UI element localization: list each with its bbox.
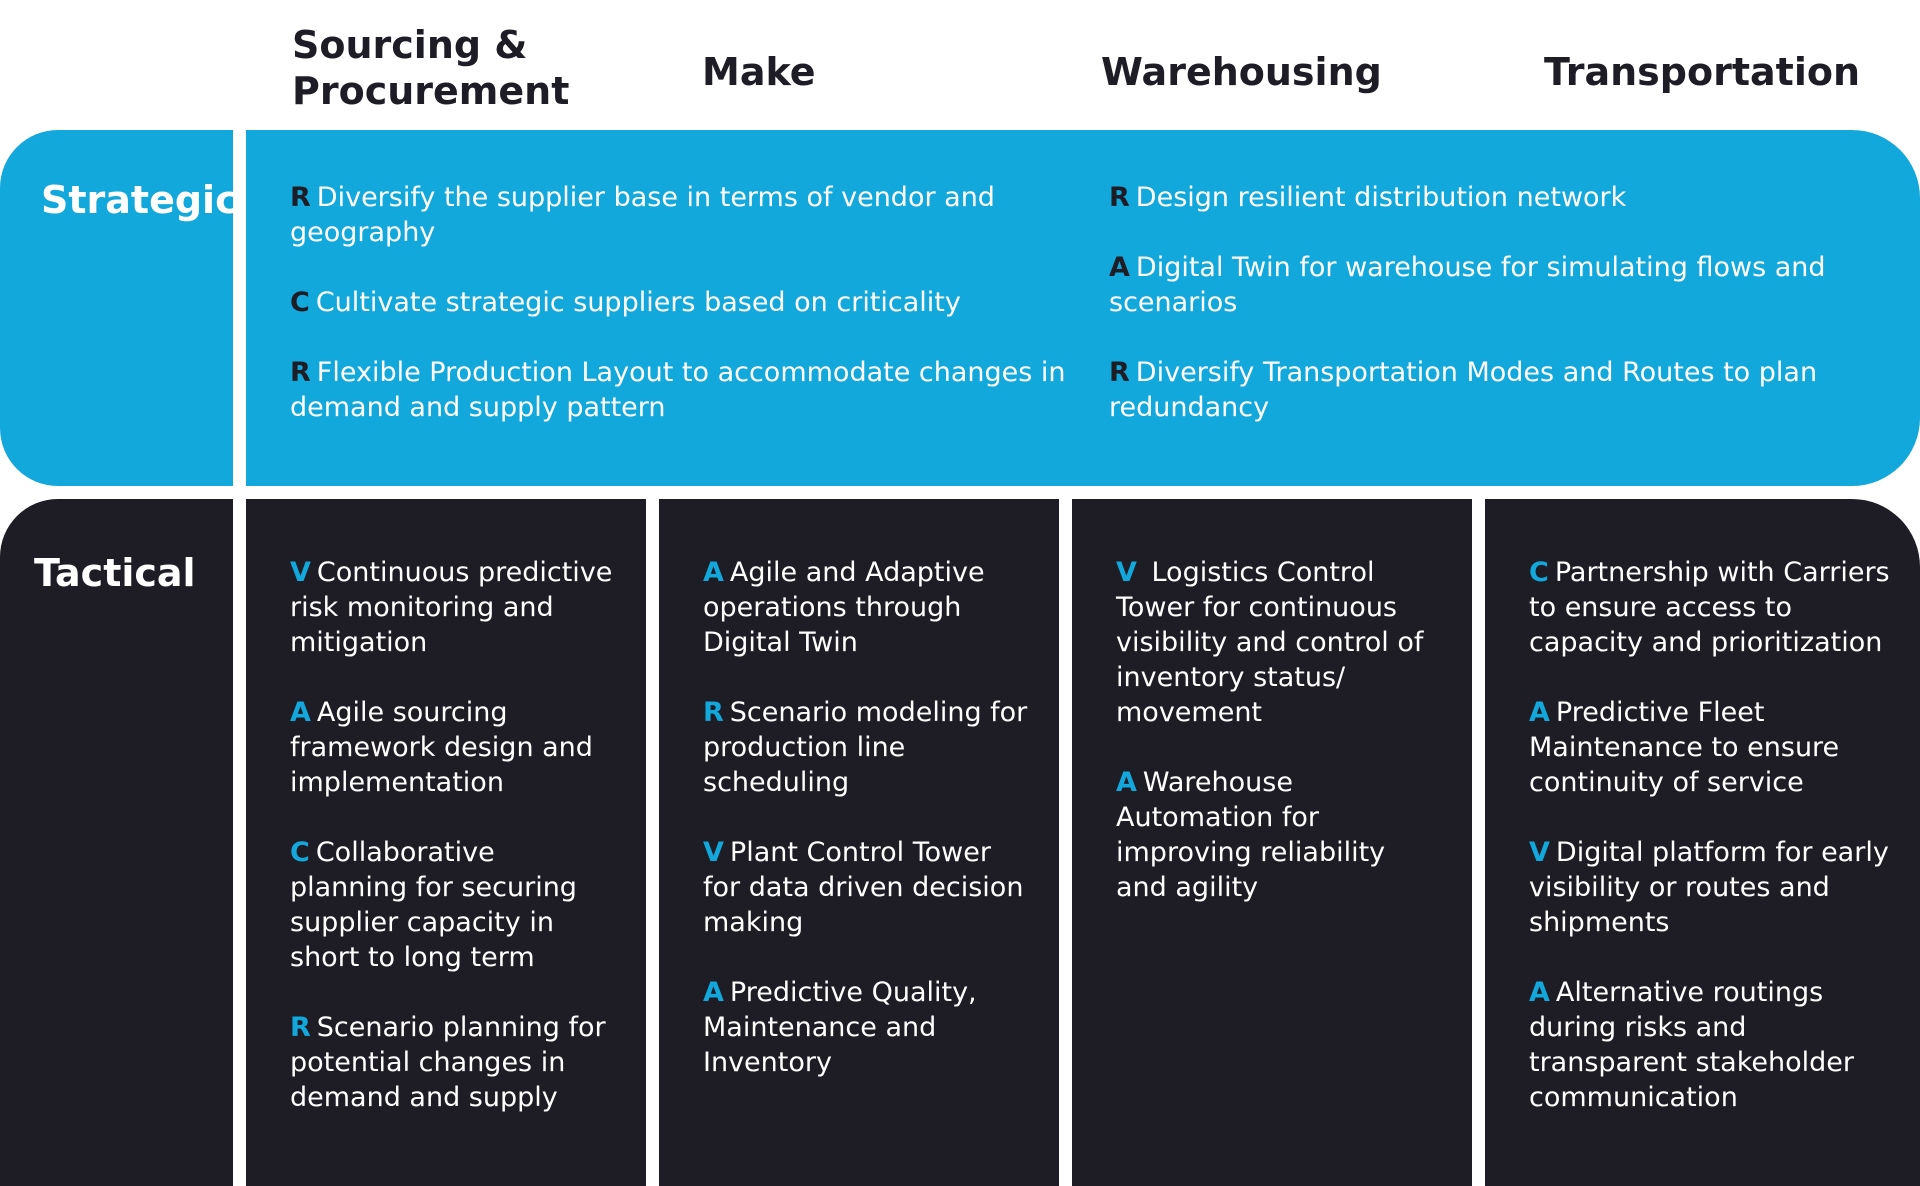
item-category-letter: R: [703, 697, 724, 728]
item-text: Agile sourcing framework design and impl…: [290, 697, 593, 798]
item-text: Diversify Transportation Modes and Route…: [1109, 357, 1818, 423]
row-label-tactical-text: Tactical: [34, 551, 196, 595]
item-text: Logistics Control Tower for continuous v…: [1116, 557, 1424, 728]
item-category-letter: C: [290, 837, 310, 868]
item-category-letter: C: [1529, 557, 1549, 588]
action-item: V Logistics Control Tower for continuous…: [1116, 555, 1442, 730]
item-category-letter: A: [703, 557, 724, 588]
item-text: Alternative routings during risks and tr…: [1529, 977, 1854, 1113]
item-text: Partnership with Carriers to ensure acce…: [1529, 557, 1890, 658]
item-text: Plant Control Tower for data driven deci…: [703, 837, 1024, 938]
item-text: Flexible Production Layout to accommodat…: [290, 357, 1066, 423]
item-category-letter: V: [703, 837, 724, 868]
item-category-letter: V: [1116, 557, 1137, 588]
item-category-letter: R: [290, 1012, 311, 1043]
item-text: Agile and Adaptive operations through Di…: [703, 557, 985, 658]
item-text: Collaborative planning for securing supp…: [290, 837, 577, 973]
item-text: Digital Twin for warehouse for simulatin…: [1109, 252, 1826, 318]
item-category-letter: A: [1109, 252, 1130, 283]
item-text: Scenario planning for potential changes …: [290, 1012, 606, 1113]
item-text: Predictive Quality, Maintenance and Inve…: [703, 977, 977, 1078]
item-category-letter: R: [290, 357, 311, 388]
column-header-sourcing-procurement: Sourcing & Procurement: [292, 23, 570, 113]
item-category-letter: R: [1109, 357, 1130, 388]
item-text: Cultivate strategic suppliers based on c…: [315, 287, 961, 318]
row-label-strategic: Strategic: [0, 130, 238, 486]
item-category-letter: A: [1529, 697, 1550, 728]
item-text: Scenario modeling for production line sc…: [703, 697, 1028, 798]
column-header-transportation: Transportation: [1544, 50, 1861, 94]
row-label-strategic-text: Strategic: [41, 178, 238, 222]
column-header-make: Make: [702, 50, 816, 94]
row-label-tactical: Tactical: [0, 499, 233, 1186]
item-category-letter: A: [1529, 977, 1550, 1008]
item-category-letter: C: [290, 287, 310, 318]
item-text: Continuous predictive risk monitoring an…: [290, 557, 613, 658]
item-category-letter: R: [290, 182, 311, 213]
column-header-warehousing: Warehousing: [1101, 50, 1382, 94]
item-category-letter: A: [290, 697, 311, 728]
item-category-letter: A: [703, 977, 724, 1008]
tactical-column-warehousing: V Logistics Control Tower for continuous…: [1072, 499, 1472, 1186]
item-category-letter: V: [290, 557, 311, 588]
item-category-letter: R: [1109, 182, 1130, 213]
item-text: Warehouse Automation for improving relia…: [1116, 767, 1386, 903]
item-category-letter: A: [1116, 767, 1137, 798]
item-text: Predictive Fleet Maintenance to ensure c…: [1529, 697, 1840, 798]
item-category-letter: V: [1529, 837, 1550, 868]
item-text: Digital platform for early visibility or…: [1529, 837, 1889, 938]
item-text: Diversify the supplier base in terms of …: [290, 182, 995, 248]
item-text: Design resilient distribution network: [1135, 182, 1627, 213]
